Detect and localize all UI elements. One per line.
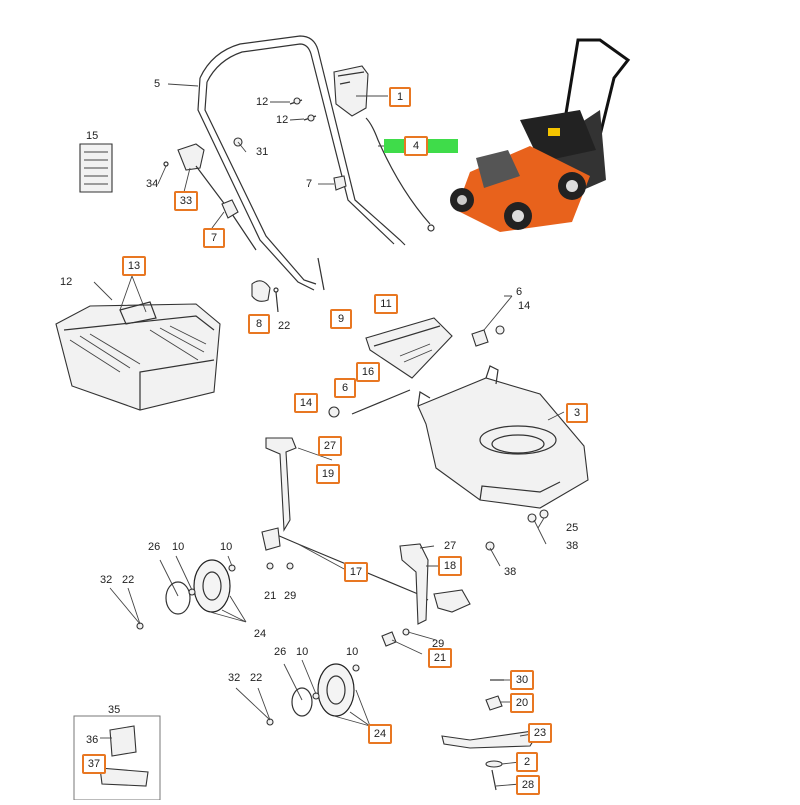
- callout-17[interactable]: 17: [344, 562, 368, 582]
- part-label-12: 12: [60, 276, 73, 288]
- callout-9[interactable]: 9: [330, 309, 352, 329]
- mulching-kit: [73, 715, 161, 801]
- part-label-27: 27: [444, 540, 457, 552]
- part-label-31: 31: [256, 146, 269, 158]
- part-label-7: 7: [306, 178, 313, 190]
- part-label-10: 10: [220, 541, 233, 553]
- part-label-10: 10: [296, 646, 309, 658]
- part-label-22: 22: [278, 320, 291, 332]
- callout-8[interactable]: 8: [248, 314, 270, 334]
- part-label-36: 36: [86, 734, 99, 746]
- callout-24[interactable]: 24: [368, 724, 392, 744]
- leader-lines: [93, 83, 565, 787]
- callout-20[interactable]: 20: [510, 693, 534, 713]
- mower-deck: [417, 365, 589, 509]
- part-label-32: 32: [228, 672, 241, 684]
- callout-4[interactable]: 4: [404, 136, 428, 156]
- part-label-10: 10: [346, 646, 359, 658]
- control-lever: [333, 65, 369, 117]
- callout-14[interactable]: 14: [294, 393, 318, 413]
- part-label-22: 22: [250, 672, 263, 684]
- callout-21[interactable]: 21: [428, 648, 452, 668]
- callout-6[interactable]: 6: [334, 378, 356, 398]
- part-label-6: 6: [516, 286, 523, 298]
- part-label-29: 29: [432, 638, 445, 650]
- callout-27[interactable]: 27: [318, 436, 342, 456]
- hinge-rod: [328, 325, 505, 418]
- part-label-5: 5: [154, 78, 161, 90]
- mower-illustration: [450, 38, 631, 232]
- callout-24[interactable]: 24: [248, 624, 272, 644]
- part-label-14: 14: [518, 300, 531, 312]
- part-label-38: 38: [504, 566, 517, 578]
- bolt-21: [381, 628, 410, 647]
- callout-3[interactable]: 3: [566, 403, 588, 423]
- bolt-9: [317, 257, 325, 291]
- part-label-12: 12: [256, 96, 269, 108]
- callout-30[interactable]: 30: [510, 670, 534, 690]
- part-label-22: 22: [122, 574, 135, 586]
- screws: [289, 97, 317, 122]
- front-wheel-lower: [266, 663, 360, 726]
- part-label-10: 10: [172, 541, 185, 553]
- part-label-29: 29: [284, 590, 297, 602]
- knob-7: [333, 175, 347, 191]
- part-label-15: 15: [86, 130, 99, 142]
- callout-23[interactable]: 23: [528, 723, 552, 743]
- manual-15: [79, 143, 113, 193]
- callout-19[interactable]: 19: [316, 464, 340, 484]
- callout-7[interactable]: 7: [203, 228, 225, 248]
- callout-2[interactable]: 2: [516, 752, 538, 772]
- callout-16[interactable]: 16: [356, 362, 380, 382]
- knob-8: [251, 280, 279, 313]
- callout-18[interactable]: 18: [438, 556, 462, 576]
- callout-28[interactable]: 28: [516, 775, 540, 795]
- callout-13[interactable]: 13: [122, 256, 146, 276]
- callout-11[interactable]: 11: [374, 294, 398, 314]
- part-label-21: 21: [264, 590, 277, 602]
- part-label-26: 26: [274, 646, 287, 658]
- part-label-32: 32: [100, 574, 113, 586]
- part-label-12: 12: [276, 114, 289, 126]
- rear-wheel-upper: [136, 559, 294, 630]
- part-label-26: 26: [148, 541, 161, 553]
- part-label-38: 38: [566, 540, 579, 552]
- callout-1[interactable]: 1: [389, 87, 411, 107]
- callout-37[interactable]: 37: [82, 754, 106, 774]
- brake-lever-assembly: [163, 143, 257, 251]
- throttle-cable: [365, 117, 435, 232]
- blade-assembly: [441, 509, 549, 791]
- part-label-34: 34: [146, 178, 159, 190]
- part-label-35: 35: [108, 704, 121, 716]
- callout-33[interactable]: 33: [174, 191, 198, 211]
- part-label-25: 25: [566, 522, 579, 534]
- grass-catcher: [55, 301, 221, 411]
- handle-bar: [197, 35, 406, 291]
- rear-flap: [365, 317, 453, 379]
